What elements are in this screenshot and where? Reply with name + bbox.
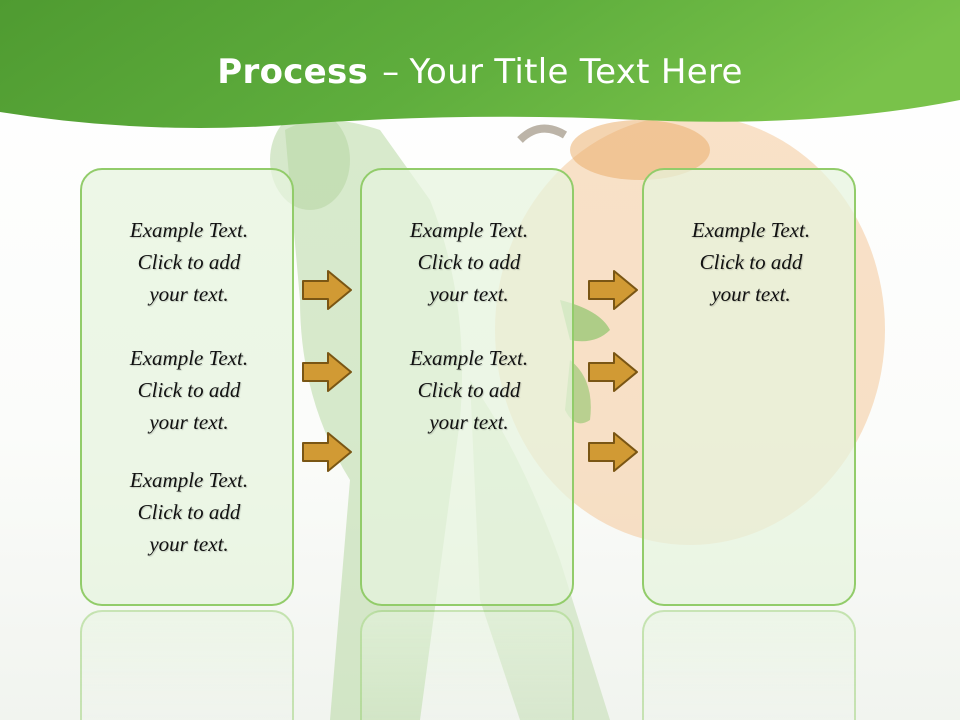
text-line: your text. — [711, 282, 791, 306]
text-placeholder[interactable]: Example Text. Click to add your text. — [82, 464, 296, 560]
text-placeholder[interactable]: Example Text. Click to add your text. — [362, 214, 576, 310]
text-line: Click to add — [137, 500, 241, 524]
text-line: Click to add — [417, 378, 521, 402]
right-arrow-icon — [588, 432, 638, 472]
text-line: your text. — [149, 282, 229, 306]
text-line: your text. — [149, 410, 229, 434]
right-arrow-icon — [588, 352, 638, 392]
text-placeholder[interactable]: Example Text. Click to add your text. — [82, 342, 296, 438]
right-arrow-icon — [588, 270, 638, 310]
box-reflection — [80, 610, 294, 720]
box-reflection — [642, 610, 856, 720]
header-banner — [0, 0, 960, 128]
text-placeholder[interactable]: Example Text. Click to add your text. — [644, 214, 858, 310]
title-bold-part: Process — [217, 52, 369, 92]
text-box-3[interactable]: Example Text. Click to add your text. — [642, 168, 856, 606]
text-line: Click to add — [137, 250, 241, 274]
text-placeholder[interactable]: Example Text. Click to add your text. — [362, 342, 576, 438]
text-box-1[interactable]: Example Text. Click to add your text. Ex… — [80, 168, 294, 606]
text-placeholder[interactable]: Example Text. Click to add your text. — [82, 214, 296, 310]
text-line: Example Text. — [129, 218, 249, 242]
text-line: Example Text. — [409, 346, 529, 370]
text-line: Example Text. — [691, 218, 811, 242]
text-line: Example Text. — [409, 218, 529, 242]
text-line: your text. — [429, 282, 509, 306]
box-reflection — [360, 610, 574, 720]
text-box-2[interactable]: Example Text. Click to add your text. Ex… — [360, 168, 574, 606]
right-arrow-icon — [302, 270, 352, 310]
text-line: Click to add — [699, 250, 803, 274]
text-line: Click to add — [137, 378, 241, 402]
text-line: Click to add — [417, 250, 521, 274]
text-line: Example Text. — [129, 468, 249, 492]
text-line: your text. — [149, 532, 229, 556]
slide-title[interactable]: Process–Your Title Text Here — [0, 52, 960, 92]
right-arrow-icon — [302, 432, 352, 472]
right-arrow-icon — [302, 352, 352, 392]
title-text: Your Title Text Here — [409, 52, 743, 92]
title-dash: – — [382, 52, 400, 92]
text-line: Example Text. — [129, 346, 249, 370]
text-line: your text. — [429, 410, 509, 434]
